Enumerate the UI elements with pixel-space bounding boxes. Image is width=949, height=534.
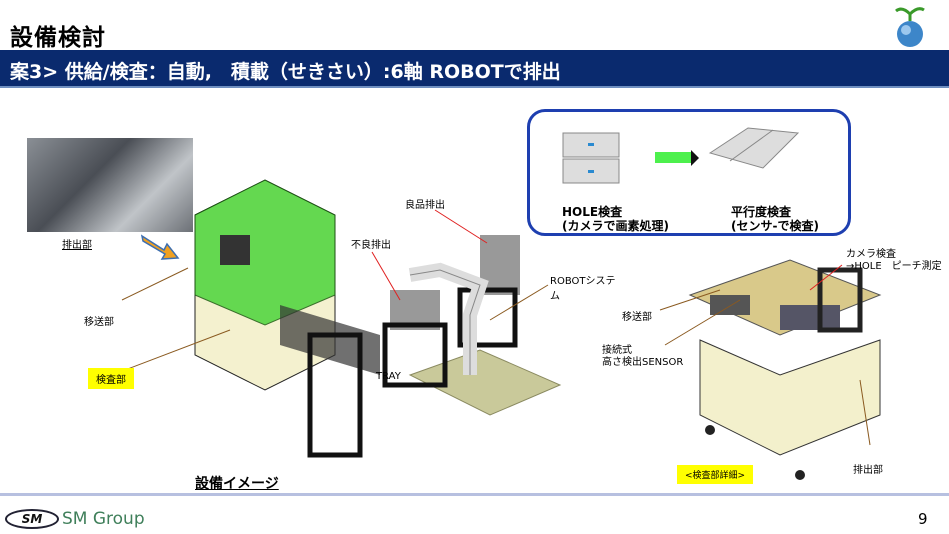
- discharge-label-right: 排出部: [853, 465, 883, 476]
- hole-plate-image: [562, 132, 620, 184]
- transfer-label-right: 移送部: [622, 312, 652, 323]
- green-arrow-icon: [655, 150, 699, 166]
- transfer-label-left: 移送部: [84, 317, 114, 328]
- inspect-label-left: 検査部: [88, 368, 134, 389]
- sm-logo: SM: [5, 509, 59, 529]
- equipment-image-caption: 設備イメージ: [195, 476, 279, 492]
- footer-divider: [0, 493, 949, 496]
- height-sensor-label: 接続式高さ検出SENSOR: [602, 345, 684, 368]
- good-discharge-label: 良品排出: [405, 200, 445, 211]
- subtitle: 案3> 供給/検査：自動, 積載（せきさい）:6軸 ROBOTで排出: [10, 61, 561, 83]
- page-title: 設備検討: [10, 25, 106, 51]
- bad-discharge-label: 不良排出: [351, 240, 391, 251]
- inspection-detail-illustration: [688, 259, 882, 480]
- inspection-detail-caption: <検査部詳細>: [677, 465, 754, 484]
- subtitle-banner: [0, 50, 949, 88]
- hole-inspection-caption: HOLE検査(カメラで画素処理): [562, 205, 669, 233]
- tray-label: TRAY: [376, 371, 401, 382]
- arrow-icon: [140, 234, 180, 260]
- flat-plate-image: [708, 127, 800, 169]
- robot-system-label: ROBOTシステム: [550, 276, 616, 302]
- camera-inspection-label: カメラ検査→HOLE ピーチ測定: [846, 249, 942, 272]
- globe-logo-icon: [895, 7, 925, 47]
- discharge-label-left: 排出部: [62, 240, 92, 251]
- page-number: 9: [918, 510, 928, 528]
- flatness-inspection-caption: 平行度検査(センサ-で検査): [731, 205, 819, 233]
- brand-name: SM Group: [62, 509, 145, 529]
- inspection-method-box: [527, 109, 851, 236]
- equipment-illustration: [194, 179, 562, 458]
- machine-photo: [27, 138, 193, 232]
